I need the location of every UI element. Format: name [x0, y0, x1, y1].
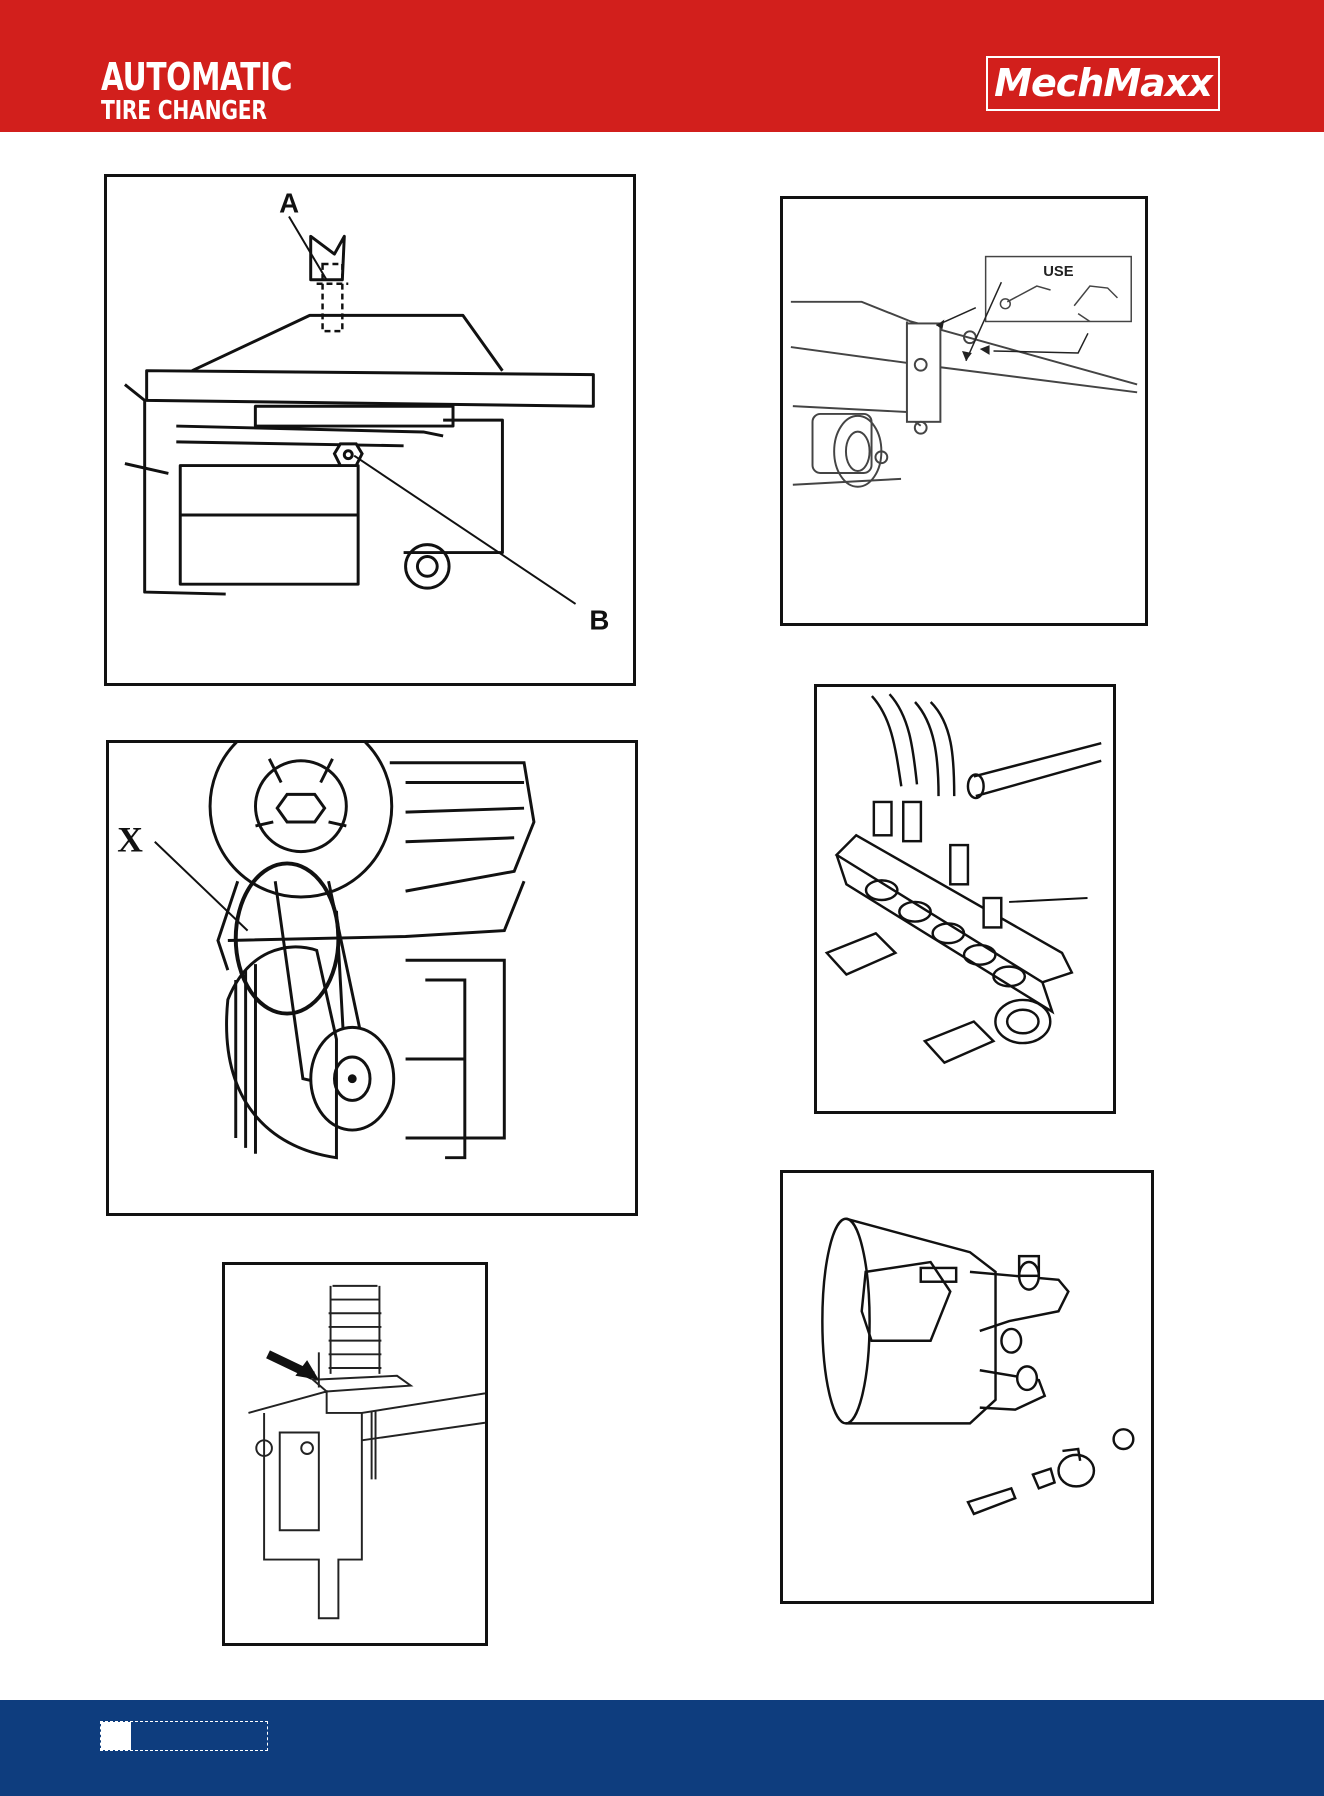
figure-manifold [814, 684, 1116, 1114]
title-line-2: TIRE CHANGER [101, 98, 292, 124]
figure-motor-cylinder [780, 1170, 1154, 1604]
page-header: AUTOMATIC TIRE CHANGER MechMaxx [0, 0, 1324, 132]
belt-drive-illustration: X [109, 743, 635, 1213]
figure-motor-mount: A B [104, 174, 636, 686]
motor-cylinder-illustration [783, 1173, 1151, 1601]
frame-bolts-illustration: USE [783, 199, 1145, 623]
figure-spring-column [222, 1262, 488, 1646]
use-label: USE [1043, 264, 1073, 280]
manifold-illustration [817, 687, 1113, 1111]
brand-logo: MechMaxx [986, 56, 1220, 111]
label-b: B [589, 605, 609, 636]
figure-belt-drive: X [106, 740, 638, 1216]
label-x: X [117, 820, 143, 860]
label-a: A [279, 188, 299, 219]
manual-title: AUTOMATIC TIRE CHANGER [101, 58, 292, 124]
motor-mount-illustration: A B [107, 177, 633, 683]
page-number-box [100, 1721, 268, 1751]
page-number-marker [101, 1722, 131, 1750]
page-footer [0, 1700, 1324, 1796]
title-line-1: AUTOMATIC [101, 58, 292, 96]
figure-frame-bolts: USE [780, 196, 1148, 626]
spring-column-illustration [225, 1265, 485, 1643]
